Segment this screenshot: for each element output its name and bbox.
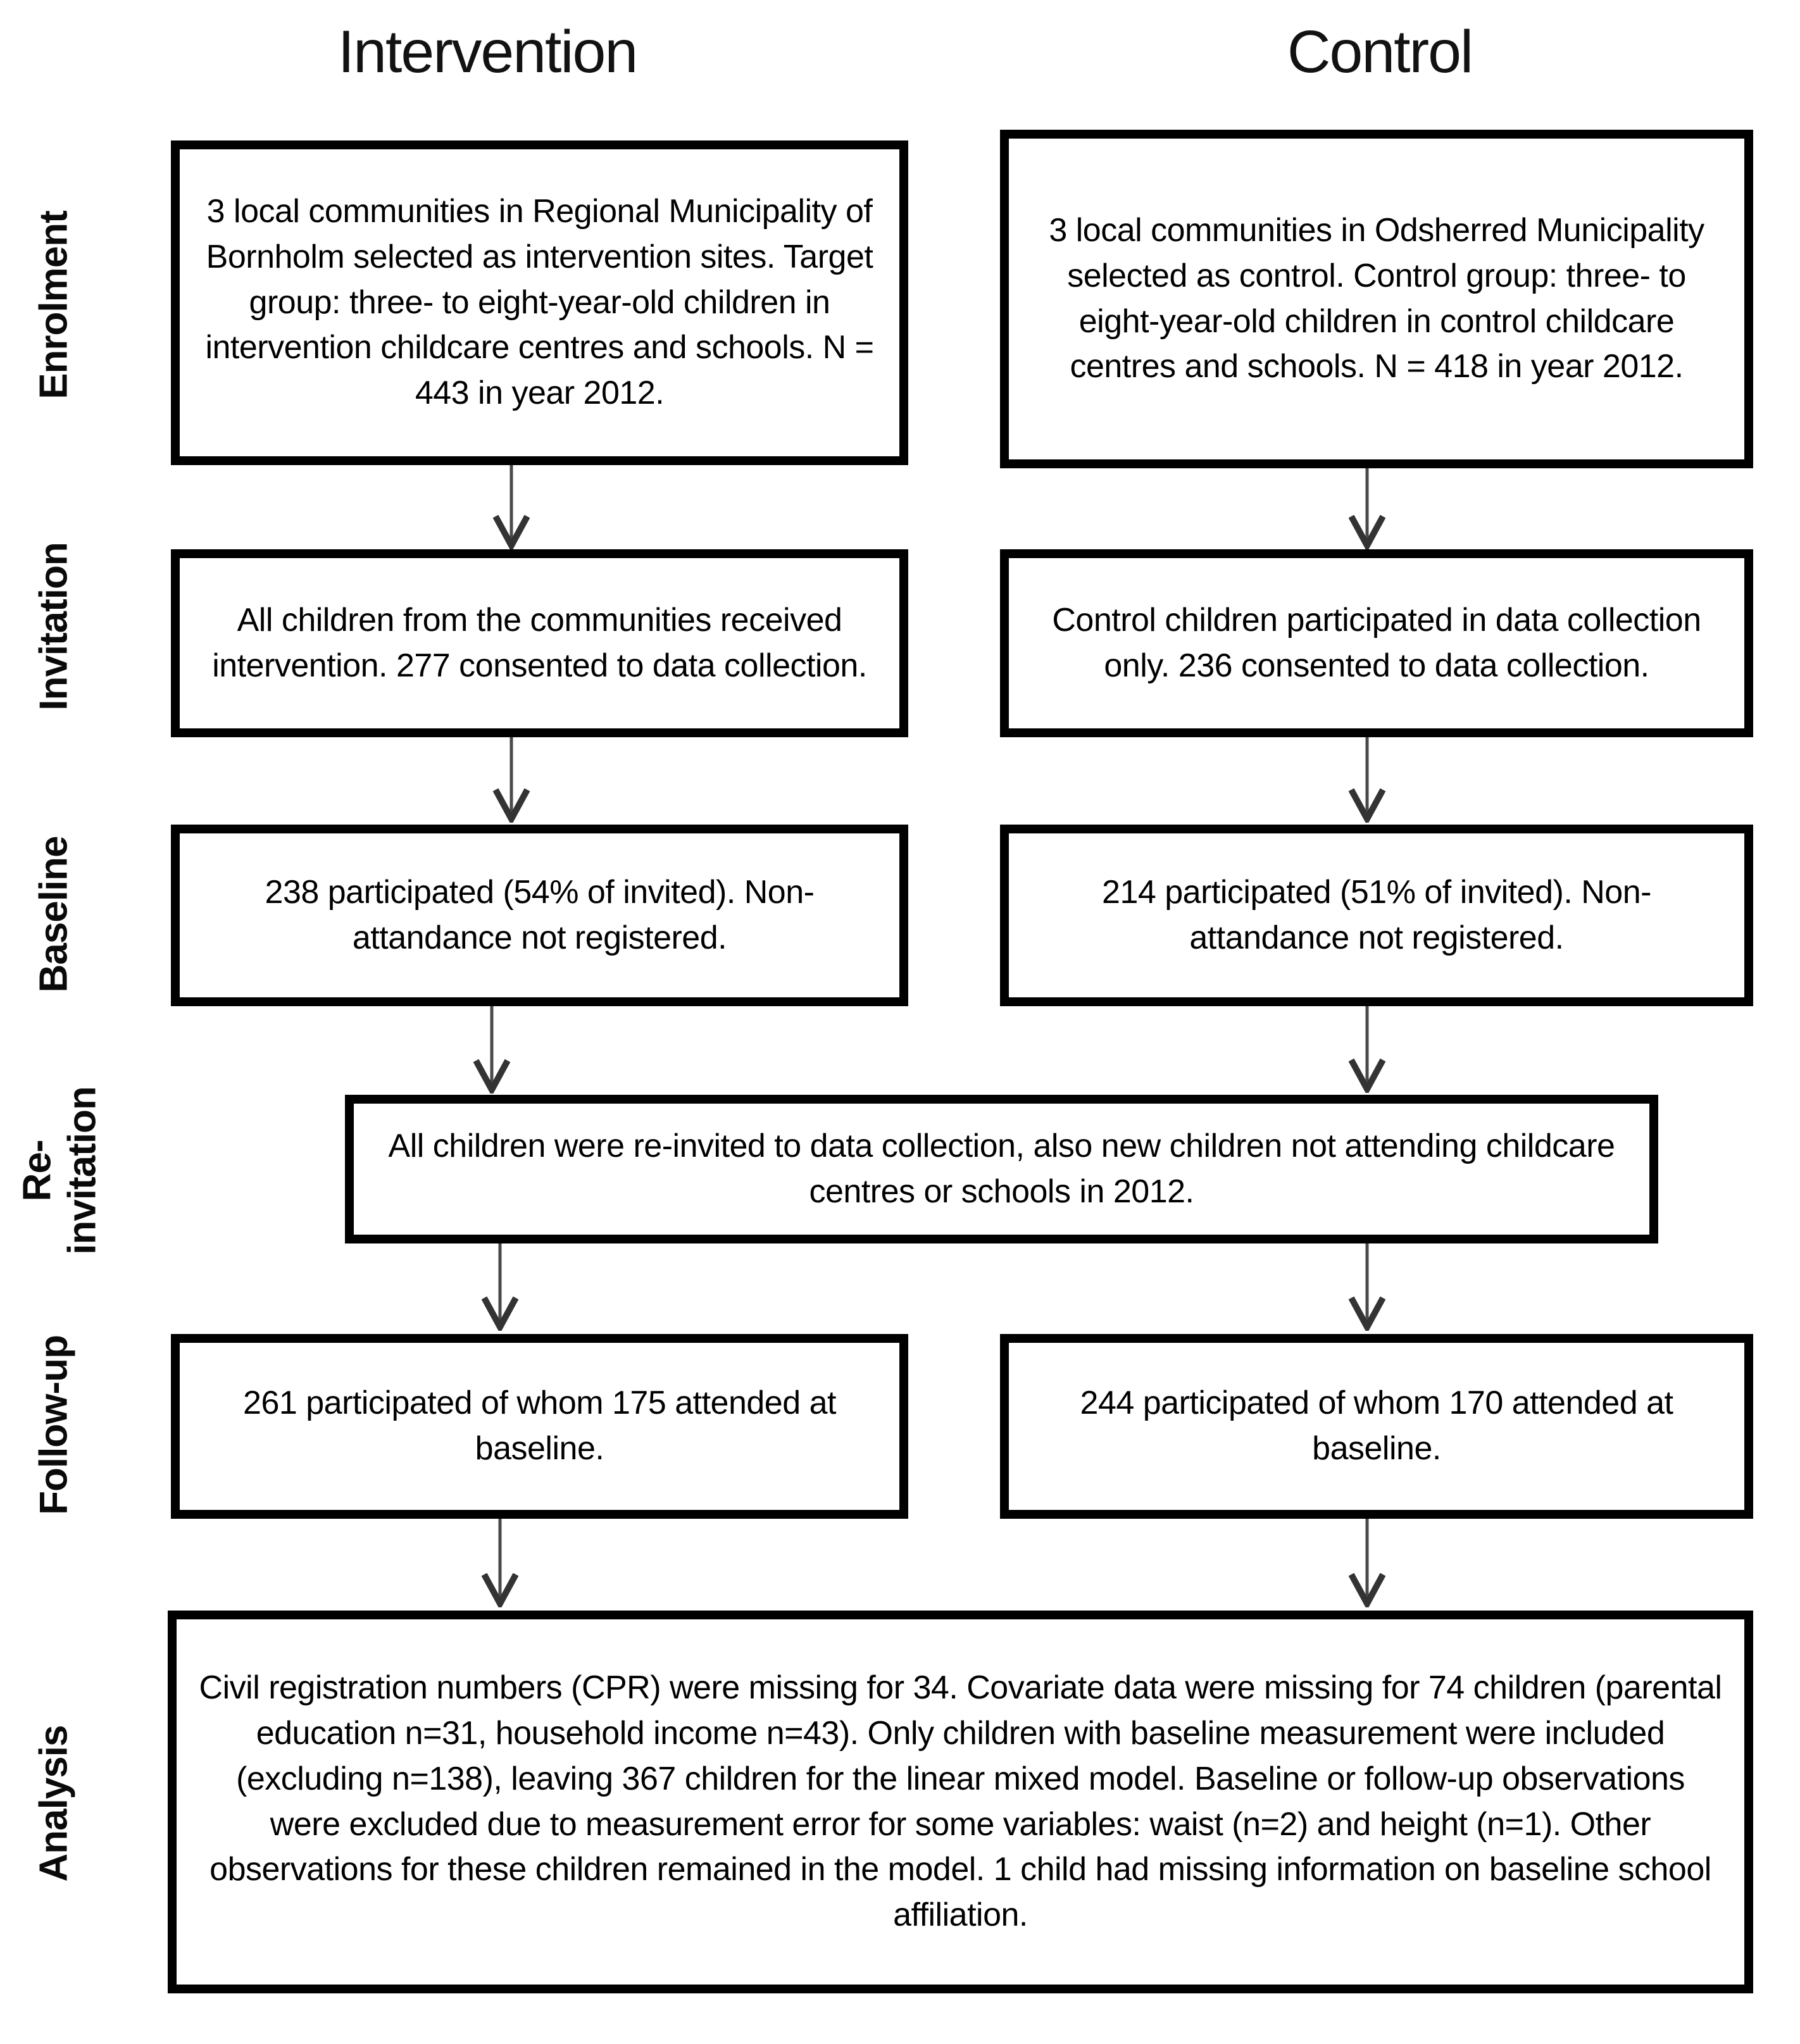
column-header-intervention: Intervention — [337, 18, 638, 85]
box-enrolment-control: 3 local communities in Odsherred Municip… — [1000, 130, 1753, 468]
flow-arrow-down — [492, 465, 530, 549]
box-enrolment-intervention: 3 local communities in Regional Municipa… — [171, 140, 908, 465]
flow-arrow-down — [1348, 1519, 1386, 1607]
stage-label-analysis: Analysis — [32, 1725, 76, 1882]
box-invitation-control: Control children participated in data co… — [1000, 549, 1753, 737]
column-header-control: Control — [1287, 18, 1473, 85]
flow-arrow-down — [473, 1006, 511, 1094]
box-followup-control: 244 participated of whom 170 attended at… — [1000, 1334, 1753, 1519]
flow-arrow-down — [1348, 1006, 1386, 1093]
box-baseline-intervention: 238 participated (54% of invited). Non-a… — [171, 825, 908, 1006]
flow-arrow-down — [481, 1243, 519, 1331]
stage-label-baseline: Baseline — [32, 836, 76, 993]
stage-label-invitation: Invitation — [32, 542, 76, 711]
flow-arrow-down — [1348, 737, 1386, 823]
stage-label-reinvitation: Re- invitation — [15, 1087, 104, 1255]
flow-arrow-down — [1348, 468, 1386, 549]
flow-arrow-down — [492, 737, 530, 823]
flow-arrow-down — [1348, 1243, 1386, 1331]
box-baseline-control: 214 participated (51% of invited). Non-a… — [1000, 825, 1753, 1006]
flow-arrow-down — [481, 1519, 519, 1607]
stage-label-enrolment: Enrolment — [32, 211, 76, 399]
box-followup-intervention: 261 participated of whom 175 attended at… — [171, 1334, 908, 1519]
box-reinvitation: All children were re-invited to data col… — [345, 1095, 1658, 1243]
box-invitation-intervention: All children from the communities receiv… — [171, 549, 908, 737]
stage-label-followup: Follow-up — [32, 1335, 76, 1515]
box-analysis: Civil registration numbers (CPR) were mi… — [168, 1611, 1753, 1993]
